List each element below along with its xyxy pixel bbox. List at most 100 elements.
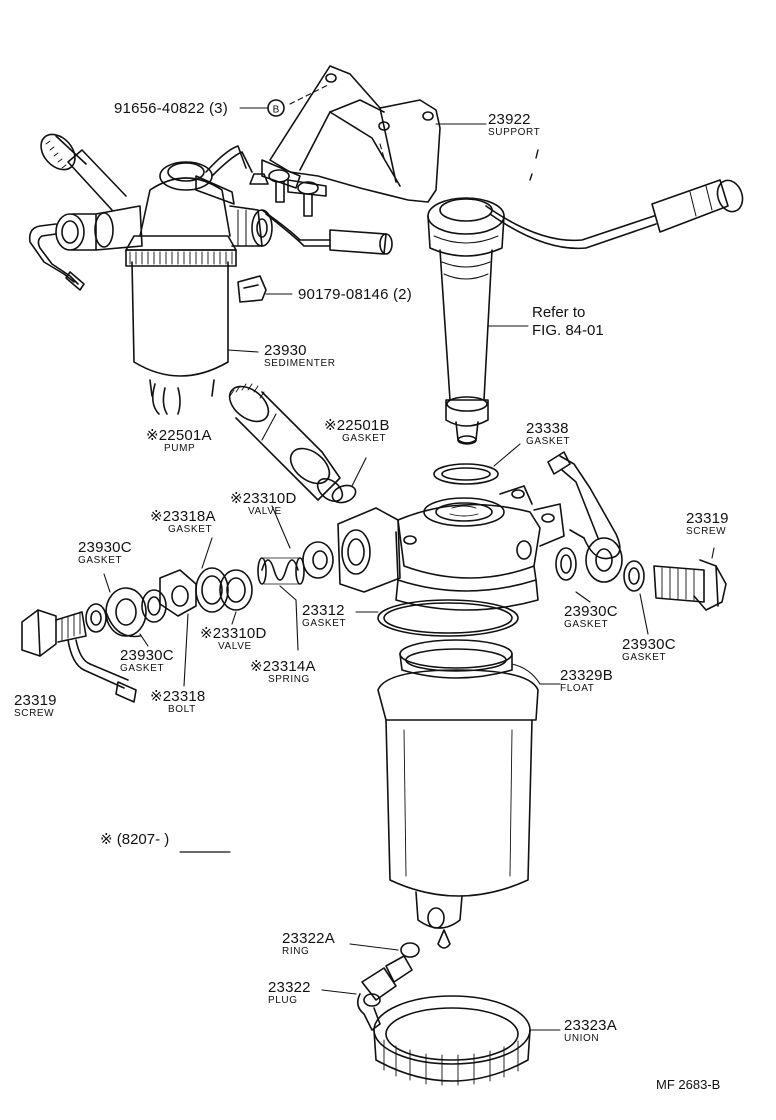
valve-23310d-low (220, 570, 252, 610)
label-90179-08146: 90179-08146 (2) (298, 287, 412, 302)
part-number: 90179-08146 (2) (298, 286, 412, 303)
part-name: VALVE (218, 641, 252, 652)
float-23329b (400, 640, 512, 678)
part-name: GASKET (342, 433, 387, 444)
part-name: SEDIMENTER (264, 358, 336, 369)
part-number: 23930 (264, 342, 307, 359)
valve-23310d-top (303, 542, 333, 578)
part-number: 23319 (686, 510, 729, 527)
gasket-23338 (434, 464, 498, 484)
part-number: ※22501B (324, 417, 390, 434)
part-number: 23322 (268, 979, 311, 996)
gasket-23312 (378, 600, 518, 636)
part-name: GASKET (78, 555, 123, 566)
gasket-23930c-r2 (624, 561, 644, 591)
part-number: ※23314A (250, 658, 316, 675)
part-name: GASKET (622, 652, 667, 663)
gasket-23318a (196, 568, 228, 612)
refer-line2: FIG. 84-01 (532, 322, 604, 339)
part-number: ※23318A (150, 508, 216, 525)
part-name: GASKET (302, 618, 347, 629)
part-name: PUMP (164, 443, 196, 454)
gasket-22501b (330, 482, 358, 505)
part-name: PLUG (268, 995, 298, 1006)
bolt-marker-letter: B (273, 105, 280, 116)
part-name: UNION (564, 1033, 600, 1044)
part-name: VALVE (248, 506, 282, 517)
refer-line1: Refer to (532, 304, 586, 321)
part-number: 23930C (564, 603, 618, 620)
part-number: 23338 (526, 420, 569, 437)
part-name: SPRING (268, 674, 310, 685)
part-number: 91656-40822 (3) (114, 100, 228, 117)
label-91656-40822: 91656-40822 (3) (114, 101, 228, 116)
gasket-23930c-mid (142, 590, 166, 622)
part-number: 23323A (564, 1017, 617, 1034)
part-number: ※23318 (150, 688, 206, 705)
part-number: 23312 (302, 602, 345, 619)
part-name: GASKET (168, 524, 213, 535)
part-number: 23322A (282, 930, 335, 947)
filter-bowl (378, 670, 538, 948)
sedimenter-assembly (30, 128, 392, 414)
part-number: 23930C (120, 647, 174, 664)
part-number: 23319 (14, 692, 57, 709)
spring-23314a (258, 558, 304, 584)
union-23323a (374, 996, 530, 1085)
plug-23322 (358, 956, 412, 1030)
clip-90179 (238, 276, 266, 302)
part-number: 23329B (560, 667, 613, 684)
filter-head (338, 486, 564, 610)
part-name: SCREW (14, 708, 55, 719)
support-bracket (262, 66, 440, 216)
part-number: ※23310D (200, 625, 267, 642)
part-name: SUPPORT (488, 127, 541, 138)
right-banjo (548, 452, 726, 610)
pump-22501a (223, 379, 347, 505)
footnote-date-range: ※ (8207- ) (100, 831, 170, 848)
ring-23322a (401, 943, 419, 957)
screw-23319-right (654, 566, 704, 602)
part-name: GASKET (526, 436, 571, 447)
part-name: GASKET (564, 619, 609, 630)
part-number: 23930C (78, 539, 132, 556)
part-number: 23922 (488, 111, 531, 128)
part-number: ※22501A (146, 427, 212, 444)
part-name: BOLT (168, 704, 196, 715)
bolt-marker-b: B (268, 100, 284, 116)
part-number: ※23310D (230, 490, 297, 507)
part-name: GASKET (120, 663, 165, 674)
gasket-23930c-r1 (556, 548, 576, 580)
priming-pump (428, 177, 747, 444)
banjo-stack (22, 568, 252, 702)
part-name: RING (282, 946, 310, 957)
part-number: 23930C (622, 636, 676, 653)
part-name: SCREW (686, 526, 727, 537)
part-name: FLOAT (560, 683, 595, 694)
figure-code: MF 2683-B (656, 1077, 721, 1092)
gasket-23930c-left (86, 604, 106, 632)
